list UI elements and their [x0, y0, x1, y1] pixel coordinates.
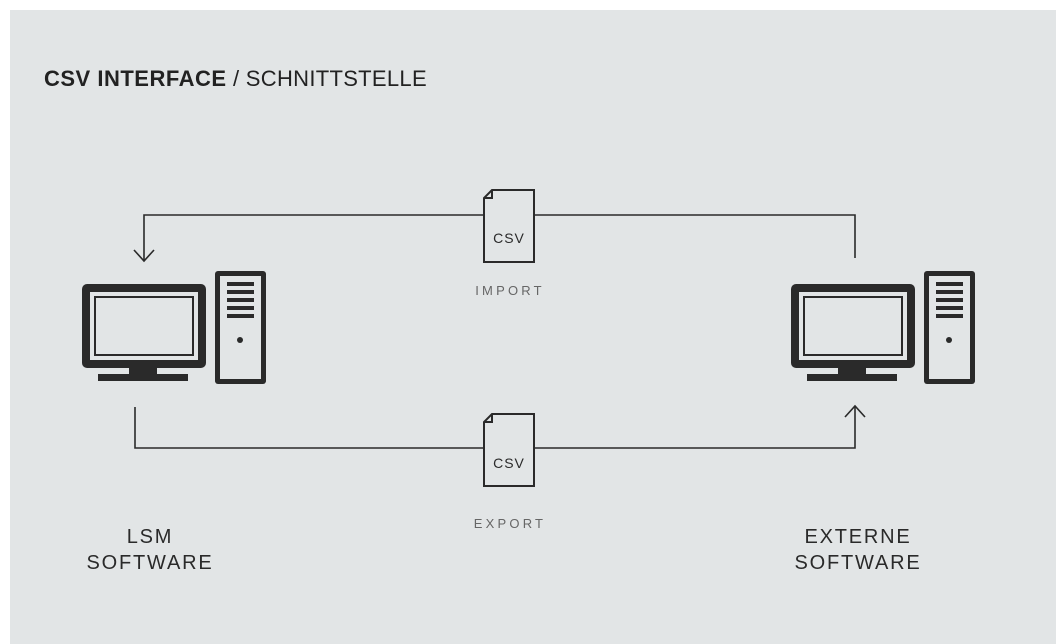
right-system-line1: EXTERNE	[804, 526, 912, 548]
right-system-line2: SOFTWARE	[794, 552, 922, 574]
csv-file-label-export: CSV	[493, 455, 525, 471]
computer-monitor-icon	[791, 284, 915, 381]
arrow-down-icon	[133, 249, 155, 263]
left-system-label: LSM SOFTWARE	[60, 524, 240, 576]
csv-file-label-import: CSV	[493, 230, 525, 246]
csv-file-icon: CSV	[483, 189, 535, 263]
left-system-line1: LSM	[126, 526, 174, 548]
pc-tower-icon	[215, 271, 266, 384]
pc-tower-icon	[924, 271, 975, 384]
left-system-line2: SOFTWARE	[86, 552, 214, 574]
csv-file-icon: CSV	[483, 413, 535, 487]
import-label: IMPORT	[475, 283, 545, 298]
computer-monitor-icon	[82, 284, 206, 381]
title-main: CSV INTERFACE	[44, 66, 227, 91]
page-title: CSV INTERFACE / SCHNITTSTELLE	[44, 66, 427, 92]
export-label: EXPORT	[473, 516, 547, 531]
right-system-label: EXTERNE SOFTWARE	[768, 524, 948, 576]
arrow-up-icon	[844, 404, 866, 418]
title-sub: / SCHNITTSTELLE	[232, 66, 427, 91]
